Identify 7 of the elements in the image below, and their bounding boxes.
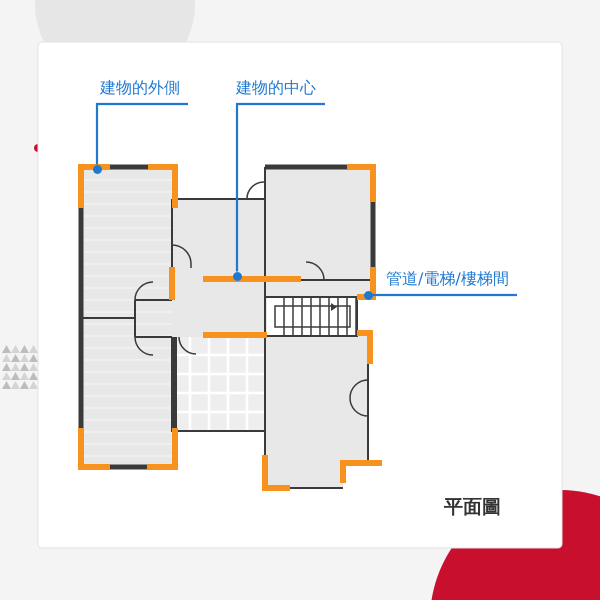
- plan-title: 平面圖: [444, 495, 501, 520]
- leader-line: [236, 102, 325, 272]
- callout-label: 建物的中心: [236, 78, 328, 104]
- callout-label: 建物的外側: [100, 78, 192, 104]
- leader-line: [96, 102, 188, 164]
- callout-label: 管道/電梯/樓梯間: [386, 269, 520, 295]
- leader-line: [372, 294, 517, 296]
